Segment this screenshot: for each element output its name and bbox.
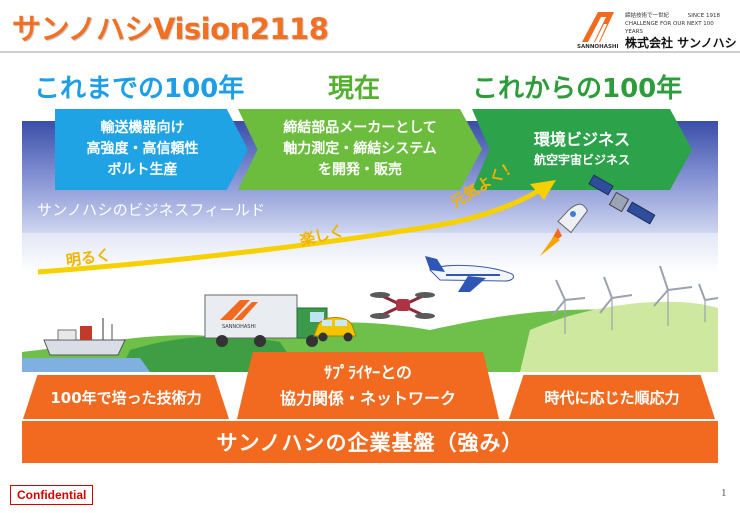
step-future-subtitle: 航空宇宙ビジネス bbox=[533, 152, 630, 167]
truck-icon bbox=[204, 294, 328, 347]
truck-brand-label: SANNOHASHI bbox=[222, 324, 256, 330]
pillar-technology: 100年で培った技術力 bbox=[23, 375, 229, 419]
step-present-line: を開発・販売 bbox=[318, 162, 402, 178]
business-field-label: サンノハシのビジネスフィールド bbox=[37, 201, 266, 219]
step-present-line: 締結部品メーカーとして bbox=[283, 120, 437, 136]
ship-icon bbox=[43, 318, 126, 356]
pillar-network: ｻﾌﾟﾗｲﾔｰとの 協力関係・ネットワーク bbox=[237, 352, 499, 419]
drone-icon bbox=[370, 292, 435, 319]
logo-company-name: 株式会社 サンノハシ bbox=[625, 36, 737, 50]
timeline-step-present: 締結部品メーカーとして 軸力測定・締結システム を開発・販売 bbox=[238, 109, 482, 190]
step-past-line: 高強度・高信頼性 bbox=[86, 141, 199, 157]
confidential-badge: Confidential bbox=[10, 485, 94, 505]
era-present-heading: 現在 bbox=[328, 74, 381, 104]
logo-brand-text: SANNOHASHI bbox=[577, 44, 619, 50]
page-number: 1 bbox=[721, 487, 727, 499]
corporate-foundation-bar: サンノハシの企業基盤（強み） bbox=[22, 421, 718, 463]
company-logo-icon bbox=[582, 12, 614, 42]
logo-slogan-en: CHALLENGE FOR OUR NEXT 100 YEARS bbox=[625, 21, 714, 35]
logo-slogan-jp: 締結技術で一世紀 bbox=[625, 13, 670, 19]
step-future-title: 環境ビジネス bbox=[533, 129, 630, 149]
timeline-step-past: 輸送機器向け 高強度・高信頼性 ボルト生産 bbox=[55, 109, 248, 190]
logo-slogan: 締結技術で一世紀 SINCE 1918 CHALLENGE FOR OUR NE… bbox=[625, 12, 730, 36]
pillar-network-line2: 協力関係・ネットワーク bbox=[279, 388, 456, 408]
growth-arrow-head bbox=[530, 180, 556, 200]
car-icon bbox=[313, 317, 357, 342]
page-title: サンノハシVision2118 bbox=[12, 12, 329, 46]
satellite-icon bbox=[588, 174, 656, 225]
title-divider bbox=[0, 51, 740, 53]
step-present-line: 軸力測定・締結システム bbox=[283, 141, 437, 157]
step-past-line: 輸送機器向け bbox=[100, 120, 185, 136]
wind-turbine-icon bbox=[552, 265, 719, 334]
growth-arrow bbox=[37, 187, 542, 275]
pillar-adaptability: 時代に応じた順応力 bbox=[509, 375, 715, 419]
era-past-heading: これまでの100年 bbox=[34, 74, 245, 104]
timeline-step-future: 環境ビジネス 航空宇宙ビジネス bbox=[472, 109, 692, 190]
band-fade bbox=[22, 233, 718, 273]
pillar-network-line1: ｻﾌﾟﾗｲﾔｰとの bbox=[324, 362, 412, 382]
rocket-icon bbox=[540, 203, 588, 256]
airplane-icon bbox=[425, 256, 515, 292]
step-past-line: ボルト生産 bbox=[107, 162, 178, 178]
sea bbox=[22, 358, 150, 372]
era-future-heading: これからの100年 bbox=[472, 74, 683, 104]
logo-since: SINCE 1918 bbox=[687, 13, 720, 19]
